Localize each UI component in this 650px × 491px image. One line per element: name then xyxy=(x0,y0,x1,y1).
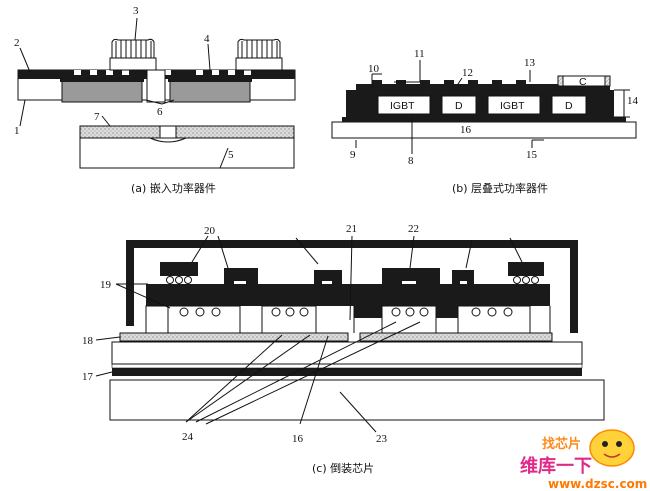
top-component-3 xyxy=(314,270,342,284)
label-11: 11 xyxy=(414,48,425,60)
substrate-16 xyxy=(331,121,637,139)
label-23: 23 xyxy=(376,433,388,445)
label-17: 17 xyxy=(82,371,94,383)
leader-lines-c xyxy=(95,235,523,433)
top-component-left xyxy=(109,38,157,71)
label-21: 21 xyxy=(346,223,357,235)
substrate-c xyxy=(111,341,583,365)
label-16-b: 16 xyxy=(460,124,472,136)
top-component-right xyxy=(235,38,283,71)
caption-b: (b) 层叠式功率器件 xyxy=(452,181,548,195)
label-3: 3 xyxy=(133,5,139,17)
leader-lines-a xyxy=(19,17,229,169)
base-plate-5 xyxy=(79,137,295,169)
pad-18-left xyxy=(119,332,349,342)
label-20: 20 xyxy=(204,225,216,237)
mascot-icon xyxy=(589,429,635,467)
label-9: 9 xyxy=(350,149,356,161)
watermark-url: www.dzsc.com xyxy=(548,477,647,491)
top-component-2 xyxy=(224,268,258,284)
chip-label-c: C xyxy=(579,76,587,88)
die-gap xyxy=(146,69,166,103)
watermark-badge: 找芯片 xyxy=(542,436,581,452)
label-5: 5 xyxy=(228,149,234,161)
top-layer-notches xyxy=(74,70,251,75)
chip-igbt-2 xyxy=(487,95,541,115)
diagram-c-flip-chip: 20 21 22 19 18 17 24 16 23 (c) 倒装芯片 xyxy=(82,223,605,475)
die-block xyxy=(146,284,550,318)
embedded-die-left xyxy=(61,79,143,103)
chip-label-igbt-1: IGBT xyxy=(390,100,415,112)
label-2: 2 xyxy=(14,37,20,49)
layer-17 xyxy=(112,368,582,376)
label-6: 6 xyxy=(157,106,163,118)
label-16-c: 16 xyxy=(292,433,304,445)
label-10: 10 xyxy=(368,63,380,75)
caption-c: (c) 倒装芯片 xyxy=(312,461,374,475)
label-24: 24 xyxy=(182,431,194,443)
leader-lines-b xyxy=(355,60,630,154)
label-14: 14 xyxy=(627,95,639,107)
label-15: 15 xyxy=(526,149,538,161)
caption-a: (a) 嵌入功率器件 xyxy=(131,181,216,195)
label-22: 22 xyxy=(408,223,419,235)
chip-label-d-2: D xyxy=(565,100,573,112)
label-8: 8 xyxy=(408,155,414,167)
top-component-20 xyxy=(160,262,198,276)
label-7: 7 xyxy=(94,111,100,123)
baseplate-23 xyxy=(109,379,605,421)
chip-diode-1 xyxy=(441,95,477,115)
label-19: 19 xyxy=(100,279,112,291)
label-18: 18 xyxy=(82,335,94,347)
solder-bumps xyxy=(179,307,513,317)
diagram-b-stacked-power-device: C IGBT D IGBT D 10 11 12 13 14 9 8 15 16 xyxy=(331,48,639,195)
pad-18-right xyxy=(359,332,553,342)
chip-igbt-1 xyxy=(377,95,431,115)
label-1: 1 xyxy=(14,125,20,137)
chip-diode-2 xyxy=(551,95,587,115)
watermark-site-name: 维库一下 xyxy=(520,455,592,477)
label-12: 12 xyxy=(462,67,473,79)
site-watermark: 找芯片 维库一下 www.dzsc.com xyxy=(520,429,647,491)
chip-label-d-1: D xyxy=(455,100,463,112)
chip-label-igbt-2: IGBT xyxy=(500,100,525,112)
top-component-22 xyxy=(382,268,440,284)
diagram-a-embedded-power-device: 2 1 3 4 5 6 7 (a) 嵌入功率器件 xyxy=(14,5,296,195)
label-13: 13 xyxy=(524,57,536,69)
label-4: 4 xyxy=(204,33,210,45)
embedded-die-right xyxy=(169,79,251,103)
top-component-5 xyxy=(452,270,474,284)
top-component-6 xyxy=(508,262,544,276)
substrate-layer-7 xyxy=(79,125,295,139)
